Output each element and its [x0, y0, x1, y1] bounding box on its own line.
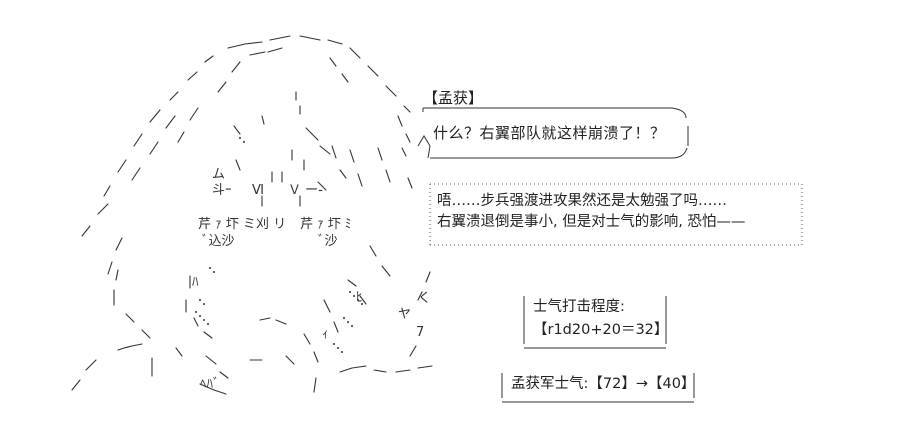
- art-glyph: ﾞ沙: [318, 234, 338, 249]
- art-glyph: ﾞ込沙: [202, 234, 235, 249]
- art-glyph: ﾊ: [192, 275, 199, 290]
- art-glyph: ﾍﾊﾞ: [200, 377, 220, 392]
- art-glyph: 芹 ｧ 圷 ﾐ: [300, 217, 351, 232]
- thought-line-2: 右翼溃退倒是事小, 但是对士气的影响, 恐怕——: [437, 214, 746, 230]
- art-glyph: ム: [212, 167, 225, 182]
- morale-roll-value: 【r1d20+20＝32】: [533, 322, 669, 338]
- dotted-texture: [195, 137, 363, 353]
- speech-bubble: [417, 107, 689, 159]
- art-glyphs: ム 斗ｰ Ⅵ Ｖ ー- 芹 ｧ 圷 ミ 刈 リ 芹 ｧ 圷 ﾐ ﾞ込沙 ﾞ沙 ﾋ…: [192, 167, 431, 392]
- thought-line-1: 唔……步兵强渡进攻果然还是太勉强了吗……: [437, 193, 727, 209]
- morale-roll-box: [523, 296, 667, 349]
- art-glyph: ヤ: [398, 307, 411, 322]
- art-glyph: ﾋ: [356, 290, 363, 305]
- art-glyph: く: [418, 291, 431, 306]
- dialogue-line: 什么？右翼部队就这样崩溃了！？: [433, 124, 666, 142]
- morale-result-text: 孟获军士气:【72】→【40】: [511, 376, 696, 392]
- art-glyph: Ｖ ー-: [288, 183, 323, 198]
- art-glyph: ｨ: [322, 327, 329, 342]
- art-glyph: 刈 リ: [256, 217, 286, 232]
- morale-roll-label: 士气打击程度:: [533, 299, 625, 315]
- speaker-name: 【孟获】: [423, 89, 484, 107]
- art-glyph: 7: [416, 325, 424, 340]
- hair-strands: [71, 35, 433, 395]
- art-glyph: 芹 ｧ 圷 ミ: [198, 217, 256, 232]
- art-glyph: 斗ｰ: [212, 183, 232, 198]
- morale-result-box: [501, 373, 695, 403]
- art-glyph: Ⅵ: [252, 183, 264, 198]
